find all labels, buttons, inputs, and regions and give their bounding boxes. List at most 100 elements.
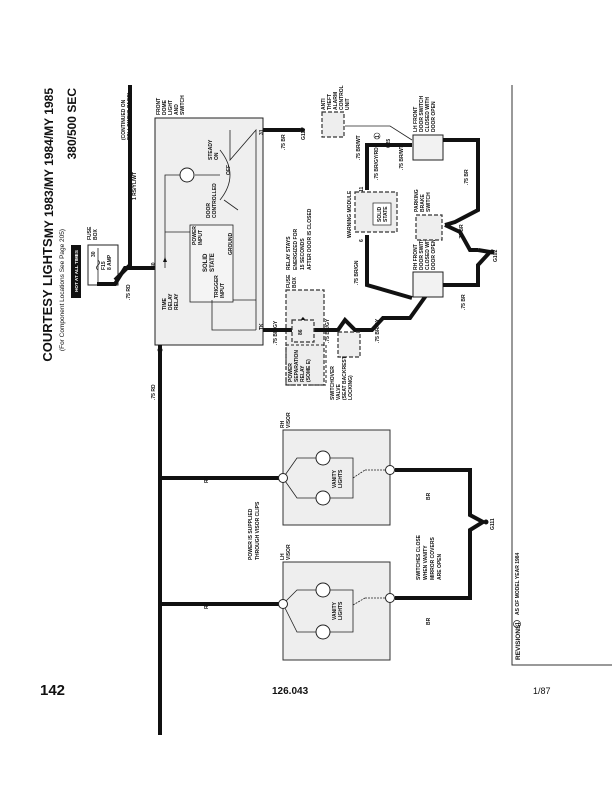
diagram-line [372, 202, 392, 226]
diagram-label: 11 [359, 186, 365, 192]
diagram-label: 8 AMP [107, 254, 113, 270]
diagram-label: .75 BR [281, 134, 287, 150]
doc-code: 126.043 [272, 686, 309, 697]
wire-br-visors-ground [395, 468, 488, 600]
vanity-lamp-icon [315, 582, 331, 598]
diagram-label: SOLID [203, 253, 209, 272]
diagram-label: LIGHT [168, 100, 174, 115]
diagram-label: STATE [210, 253, 216, 272]
diagram-line [278, 599, 288, 609]
anti-theft-label: ANTI THEFT ALARM CONTROL UNIT [321, 85, 351, 110]
diagram-line [352, 597, 390, 606]
diagram-label: BR [426, 617, 432, 625]
vanity-lamp-icon [315, 624, 331, 640]
revisions-label: REVISIONS: [515, 622, 522, 660]
diagram-label: 15 SECONDS [300, 238, 306, 270]
diagram-label: FOLLOWING PAGE) [127, 92, 133, 140]
diagram-label: 30 [151, 262, 157, 268]
diagram-label: G111 [490, 518, 496, 530]
diagram-label: TIME [162, 297, 168, 310]
diagram-label: AFTER DOOR IS CLOSED [307, 208, 313, 270]
diagram-line [157, 347, 163, 353]
diagram-label: VISOR [286, 544, 292, 560]
lh-visor [282, 561, 391, 661]
diagram-label: FUSE [286, 274, 292, 288]
anti-theft-alarm-unit [321, 111, 345, 138]
front-dome-label: FRONT DOME LIGHT AND SWITCH [156, 95, 186, 115]
wire-1-rs-yl-wt [113, 85, 132, 282]
diagram-label: 31 [259, 129, 265, 135]
diagram-label: .75 BR/WT [356, 135, 362, 160]
diagram-line [282, 589, 354, 633]
diagram-label: RH [280, 420, 286, 428]
wire-75-br-ground [443, 138, 492, 287]
diagram-label: ALARM [333, 92, 339, 110]
diagram-label: VISOR [286, 412, 292, 428]
diagram-line [513, 620, 521, 628]
diagram-label: ANTI [321, 98, 327, 110]
diagram-label: 86 [298, 329, 304, 335]
diagram-label: BOX [93, 229, 99, 241]
diagram-label: .75 BR/GY [375, 318, 381, 343]
diagram-label: RH FRONT [413, 244, 419, 270]
diagram-label: (CONTINUED ON [121, 99, 127, 140]
diagram-label: POWER [192, 226, 198, 245]
switchover-valve [337, 331, 361, 358]
diagram-label: SWITCHOVER [330, 366, 336, 400]
revisions-box [511, 85, 612, 666]
diagram-label: PARKING [414, 189, 420, 212]
diagram-label: .75 BR/WT [399, 145, 405, 170]
diagram-label: .75 BR/GY [325, 318, 331, 343]
diagram-label: BRAKE [420, 194, 426, 212]
power-separation-relay [291, 319, 315, 343]
diagram-label: TK [259, 323, 265, 330]
page-subtitle: (For Component Locations See Page 205) [59, 229, 66, 351]
vehicle-models: 380/500 SEC [65, 88, 79, 160]
rh-front-door-switch [412, 271, 444, 298]
diagram-label: INPUT [220, 283, 226, 298]
diagram-label: 6 [359, 239, 365, 242]
diagram-label: BR [426, 492, 432, 500]
wire-75-br-gn [365, 235, 413, 300]
diagram-label: LOCKING) [348, 375, 354, 400]
page-title: COURTESY LIGHTS [40, 238, 55, 362]
vanity-lamp-icon [315, 490, 331, 506]
diagram-line [385, 465, 395, 475]
diagram-label: .75 RD [151, 384, 157, 400]
diagram-label: G102 [493, 250, 499, 262]
diagram-label: 1 [515, 622, 521, 625]
diagram-label: AND [174, 104, 180, 115]
diagram-label: CLOSED WITH [425, 235, 431, 270]
diagram-label: .75 BR/GY/RD [374, 147, 380, 180]
diagram-line: BOX [93, 229, 99, 241]
diagram-label: DOOR OPEN [431, 239, 437, 270]
diagram-label: .75 BR/GN [354, 260, 360, 285]
ground-g111-bottom-icon [483, 519, 489, 525]
diagram-label: (SEAT BACKREST [342, 356, 348, 400]
diagram-label: WARNING MODULE [347, 190, 353, 238]
diagram-label: .75 BR [461, 294, 467, 310]
diagram-label: THEFT [327, 94, 333, 110]
rh-door-switch-label: RH FRONT DOOR SWITCH CLOSED WITH DOOR OP… [413, 234, 437, 270]
diagram-label: UNIT [345, 98, 351, 110]
diagram-label: SOLID [377, 206, 383, 222]
diagram-label: STATE [383, 206, 389, 222]
diagram-label: WHEN VANITY [423, 545, 429, 580]
diagram-label: TRIGGER [214, 275, 220, 298]
diagram-line [352, 469, 390, 479]
diagram-label: FRONT [156, 98, 162, 115]
diagram-label: 30 [91, 251, 97, 257]
diagram-label: VANITY [332, 601, 338, 620]
diagram-label: VALVE [336, 383, 342, 400]
solid-state-relay [189, 224, 234, 303]
diagram-label: DOOR SWITCH [419, 96, 425, 132]
diagram-label: SWITCH [180, 95, 186, 115]
model-years: MY 1983/MY 1984/MY 1985 [42, 88, 56, 238]
diagram-label: LH FRONT [413, 107, 419, 132]
diagram-label: 1 RS/YL/WT [132, 172, 138, 200]
diagram-label: INPUT [198, 230, 204, 245]
date-code: 1/87 [533, 686, 551, 696]
revisions-text: AS OF MODEL YEAR 1984 [515, 552, 521, 615]
diagram-label: .75 BR [459, 224, 465, 240]
